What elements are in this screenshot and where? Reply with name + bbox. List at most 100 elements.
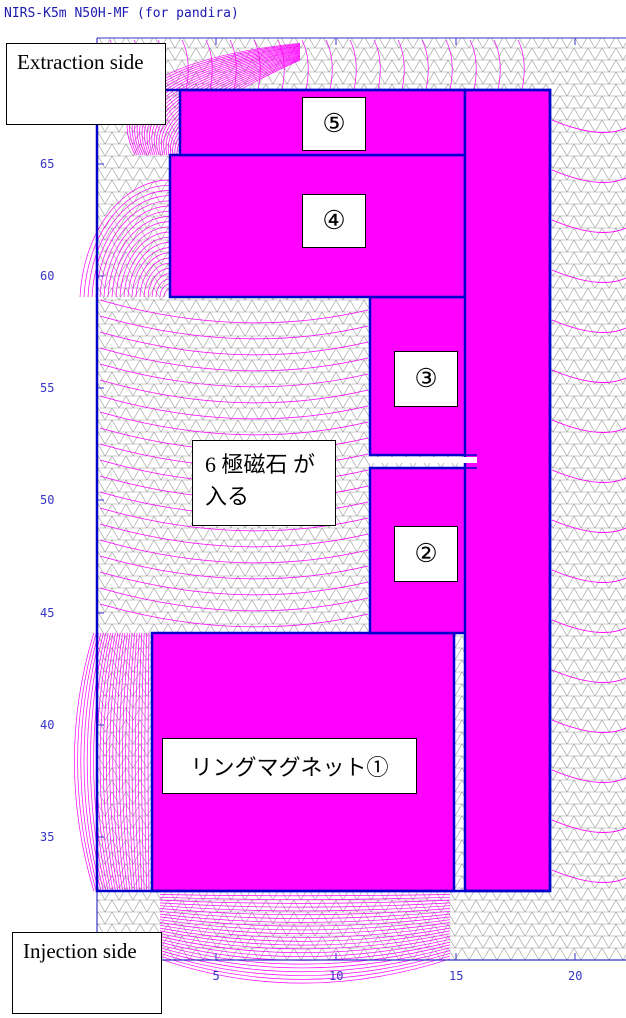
- ring-magnet-label: リングマグネット①: [162, 738, 417, 794]
- x-tick-label: 15: [449, 969, 463, 983]
- field-line: [551, 419, 626, 433]
- region-4-label: ④: [302, 194, 366, 248]
- field-line: [83, 632, 102, 892]
- field-line: [159, 899, 451, 904]
- y-tick-label: 40: [40, 718, 54, 732]
- field-line: [99, 315, 369, 340]
- field-line: [103, 210, 171, 298]
- field-line: [91, 195, 171, 298]
- field-line: [111, 221, 171, 298]
- field-line: [277, 39, 285, 91]
- field-line: [131, 632, 138, 892]
- field-line: [127, 242, 171, 298]
- field-line: [159, 938, 451, 957]
- field-line: [551, 369, 626, 383]
- field-line: [138, 632, 143, 892]
- field-line: [325, 39, 333, 91]
- field-line: [146, 49, 301, 156]
- field-line: [155, 278, 171, 298]
- field-line: [159, 894, 451, 897]
- field-line: [144, 632, 147, 892]
- field-line: [109, 632, 121, 892]
- field-line: [143, 262, 171, 298]
- field-line: [122, 632, 131, 892]
- field-line: [493, 39, 501, 91]
- field-line: [139, 257, 171, 298]
- field-line: [181, 39, 189, 91]
- field-line: [119, 231, 171, 298]
- field-line: [159, 919, 451, 931]
- field-line: [159, 896, 451, 900]
- field-line: [469, 39, 477, 91]
- field-line: [79, 179, 171, 298]
- y-tick-label: 65: [40, 157, 54, 171]
- field-line: [159, 908, 451, 916]
- field-line: [147, 632, 150, 892]
- field-line: [159, 936, 451, 954]
- plot-title: NIRS-K5m N50H-MF (for pandira): [4, 6, 239, 21]
- x-tick-label: 5: [213, 969, 220, 983]
- pole-magnet-note: 6 極磁石 が入る: [192, 440, 336, 526]
- field-line: [301, 39, 309, 91]
- field-line: [159, 927, 451, 942]
- field-line: [551, 769, 626, 783]
- field-line: [159, 955, 451, 980]
- field-line: [77, 632, 97, 892]
- field-line: [115, 226, 171, 298]
- field-line: [99, 395, 369, 420]
- field-line: [102, 632, 116, 892]
- field-line: [83, 184, 171, 298]
- field-line: [135, 252, 171, 298]
- field-line: [112, 632, 123, 892]
- field-line: [99, 205, 171, 298]
- field-line: [80, 632, 99, 892]
- field-line: [551, 169, 626, 183]
- field-lines: [74, 39, 626, 984]
- field-line: [99, 632, 114, 892]
- field-line: [107, 216, 171, 298]
- field-line: [144, 48, 301, 156]
- field-line: [159, 916, 451, 927]
- y-tick-label: 60: [40, 269, 54, 283]
- field-line: [349, 39, 357, 91]
- field-line: [253, 39, 261, 91]
- field-line: [95, 200, 171, 298]
- field-line: [99, 603, 369, 628]
- region-3-label: ③: [394, 351, 458, 407]
- field-line: [99, 411, 369, 436]
- field-line: [159, 958, 451, 984]
- field-line: [147, 268, 171, 298]
- field-line: [159, 905, 451, 912]
- field-line: [99, 587, 369, 612]
- field-line: [205, 39, 213, 91]
- field-line: [106, 632, 119, 892]
- field-line: [93, 632, 109, 892]
- field-line: [551, 269, 626, 283]
- outer-boundary: [95, 88, 552, 893]
- field-line: [551, 669, 626, 683]
- field-line: [141, 632, 145, 892]
- field-line: [551, 319, 626, 333]
- y-tick-label: 35: [40, 830, 54, 844]
- field-line: [128, 632, 135, 892]
- x-tick-label: 10: [329, 969, 343, 983]
- field-line: [99, 571, 369, 596]
- field-line: [131, 247, 171, 298]
- field-line: [159, 933, 451, 950]
- field-line: [517, 39, 525, 91]
- field-line: [115, 632, 126, 892]
- field-line: [159, 902, 451, 908]
- field-line: [551, 719, 626, 733]
- y-tick-label: 55: [40, 381, 54, 395]
- field-line: [159, 947, 451, 969]
- field-line: [159, 924, 451, 938]
- field-line: [90, 632, 107, 892]
- region-yoke: [463, 88, 552, 893]
- region-2-label: ②: [394, 526, 458, 582]
- field-line: [74, 632, 95, 892]
- field-line: [373, 39, 381, 91]
- field-line: [551, 219, 626, 233]
- field-line: [551, 519, 626, 533]
- field-line: [125, 632, 133, 892]
